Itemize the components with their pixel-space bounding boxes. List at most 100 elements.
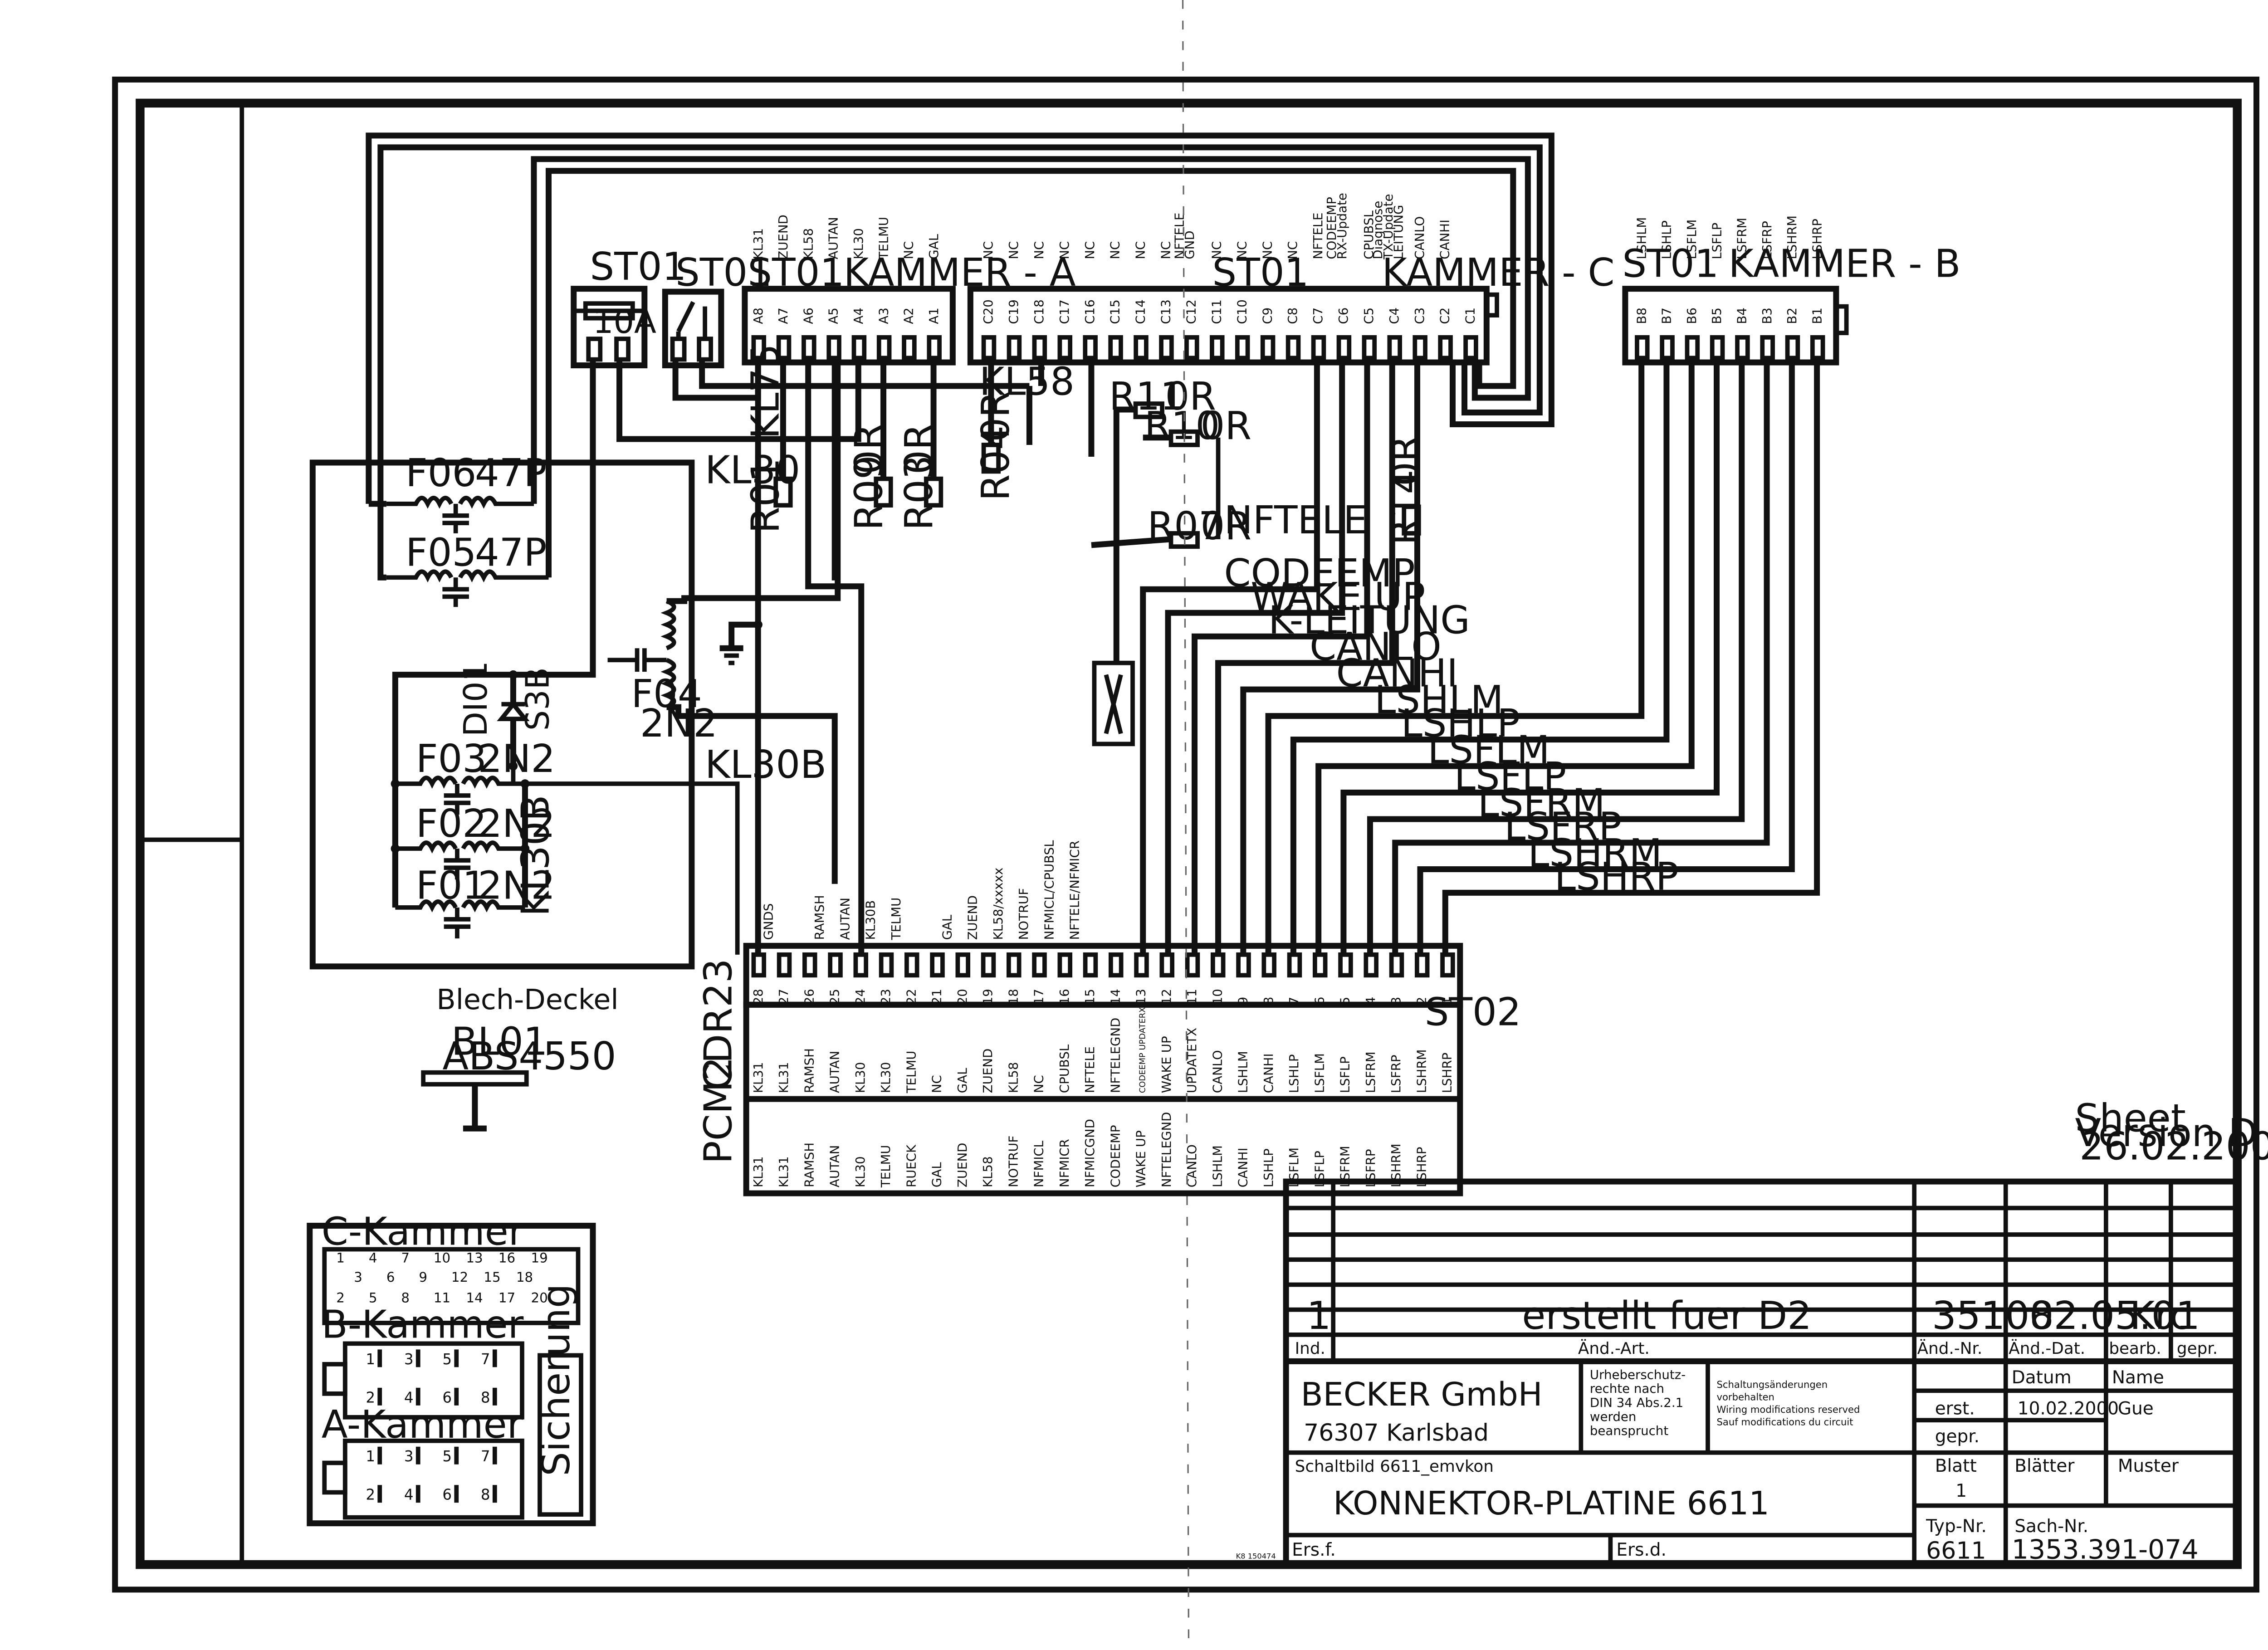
svg-text:S3B: S3B (518, 667, 556, 731)
connector-c-pin-C8 (1286, 335, 1301, 361)
svg-text:K-LEITUNG: K-LEITUNG (1268, 598, 1470, 643)
svg-text:Schaltbild 6611_emvkon: Schaltbild 6611_emvkon (1295, 1457, 1494, 1476)
cdr23-signal: LSFRP (1388, 1055, 1403, 1093)
connector-c-pin-label: C18 (1031, 299, 1046, 324)
pcm2-signal: KL30 (853, 1156, 868, 1187)
svg-text:47P: 47P (475, 451, 547, 495)
svg-text:Ind.: Ind. (1295, 1339, 1325, 1358)
pcm2-signal: NFMICL (1031, 1140, 1046, 1187)
c-kammer-pin: 11 (434, 1290, 450, 1305)
st02-pin-16 (1057, 952, 1073, 978)
svg-text:0R: 0R (1201, 404, 1252, 448)
svg-text:0R: 0R (1201, 504, 1252, 548)
svg-text:LSFLP: LSFLP (1454, 754, 1566, 799)
st02-wire-label: GNDS (761, 903, 776, 940)
resistor-r04: R04 0R (973, 391, 1018, 501)
st02-pin-15 (1083, 952, 1098, 978)
connector-a-signal-label: ZUEND (776, 215, 791, 259)
cdr23-signal: ZUEND (980, 1049, 995, 1093)
svg-text:Sheet: Sheet (2075, 1096, 2186, 1141)
cdr23-signal: LSFLM (1312, 1053, 1327, 1093)
connector-c-pin-C13 (1159, 335, 1174, 361)
svg-text:LSHRP: LSHRP (1554, 854, 1679, 899)
connector-c-pin-label: C10 (1234, 299, 1249, 324)
kammer-pin: 3 (404, 1351, 414, 1368)
connector-b-st01: ST01 (1622, 242, 1719, 286)
sicherung-label: Sicherung (534, 1284, 578, 1476)
connector-c-signal-label: TX-Update (1381, 194, 1396, 259)
svg-text:K8 150474: K8 150474 (1236, 1552, 1276, 1561)
c-kammer-pin: 5 (369, 1290, 377, 1305)
svg-text:Sach-Nr.: Sach-Nr. (2014, 1516, 2088, 1537)
kammer-pin: 3 (404, 1448, 414, 1465)
st02-pin-5 (1338, 952, 1353, 978)
connector-b-pin-B4 (1735, 335, 1750, 361)
cdr23-signal: NFTELEGND (1108, 1018, 1123, 1093)
pcm2-signal: NFMICR (1057, 1139, 1072, 1187)
connector-c-pin-C16 (1083, 335, 1098, 361)
svg-text:47P: 47P (475, 530, 547, 575)
svg-text:B-Kammer: B-Kammer (322, 1302, 524, 1347)
connector-c-pin-C1 (1463, 335, 1478, 361)
st02-pin-14 (1108, 952, 1124, 978)
pcm2-signal: RUECK (904, 1144, 919, 1187)
connector-c-pin-C20 (981, 335, 997, 361)
pcm2-signal: NOTRUF (1006, 1136, 1021, 1187)
connector-c-signal-label: NC (1057, 241, 1072, 259)
connector-a-signal-label: KL58 (801, 228, 816, 259)
c-kammer-pin: 4 (369, 1250, 377, 1266)
connector-b-pin-label: B7 (1659, 308, 1674, 324)
cdr23-signal: NFTELE (1082, 1046, 1097, 1093)
connector-c-signal-label: NC (1006, 241, 1021, 259)
connector-c-pin-C4 (1387, 335, 1403, 361)
company-name: BECKER GmbH (1301, 1376, 1543, 1413)
connector-a-body (742, 286, 956, 366)
st02-pin-18 (1007, 952, 1022, 978)
st02-pin-12 (1159, 952, 1175, 978)
c-kammer-pin: 10 (434, 1250, 450, 1266)
connector-c-signal-label: CPUBSL (1361, 210, 1376, 259)
c-kammer-pin: 12 (451, 1269, 468, 1285)
connector-a-signal-label: TELMU (876, 217, 891, 260)
connector-a-signal-label: KL30 (851, 228, 866, 259)
resistor-r10: R10 0R (1144, 404, 1251, 448)
cdr23-signal: LSFRM (1363, 1051, 1378, 1093)
st02-pin-13 (1134, 952, 1149, 978)
pcm2-signal: RAMSH (802, 1142, 816, 1187)
st02-wire-label: AUTAN (837, 898, 852, 940)
svg-text:1: 1 (1307, 1294, 1331, 1338)
connector-c-signal-label: LEITUNG (1391, 205, 1406, 259)
c-kammer-pin: 9 (419, 1269, 427, 1285)
connector-c-pin-label: C15 (1108, 299, 1123, 324)
c-kammer-pin: 13 (466, 1250, 483, 1266)
connector-b: ST01 KAMMER - B B8LSHLMB7LSHLPB6LSFLMB5L… (1622, 215, 1960, 366)
st02-pin-17 (1032, 952, 1047, 978)
connector-c-signal-label: Diagnose (1370, 201, 1385, 259)
pcm2-signal: TELMU (878, 1145, 893, 1188)
connector-c-pin-C9 (1260, 335, 1276, 361)
kammer-pin: 7 (481, 1351, 490, 1368)
svg-text:2N2: 2N2 (478, 737, 555, 781)
switch-icon (676, 301, 695, 333)
changes-line: Schaltungsänderungen (1717, 1379, 1828, 1390)
svg-text:Änd.-Art.: Änd.-Art. (1578, 1339, 1650, 1358)
changes-line: Sauf modifications du circuit (1717, 1416, 1853, 1428)
svg-text:CANLO: CANLO (1310, 625, 1442, 669)
connector-c-pin-C15 (1108, 335, 1123, 361)
cdr23-signal: CANHI (1261, 1053, 1276, 1093)
cdr23-signal: AUTAN (827, 1051, 842, 1093)
connector-c-pin-label: C9 (1260, 308, 1275, 324)
connector-b-pin-label: B8 (1634, 308, 1649, 324)
connector-c-pin-label: C7 (1310, 308, 1325, 324)
st02-wire-label: TELMU (889, 898, 904, 941)
connector-c-pin-C19 (1007, 335, 1022, 361)
connector-a-signal-label: NC (901, 241, 916, 259)
connector-a-pin-label: A2 (901, 308, 916, 324)
inner-frame (136, 98, 2242, 1569)
connector-a-pins: A8KL31A7ZUENDA6KL58A5AUTANA4KL30A3TELMUA… (751, 215, 942, 361)
connector-c-pin-C18 (1032, 335, 1047, 361)
svg-text:26.02.2001: 26.02.2001 (2079, 1124, 2268, 1168)
cdr23-signal: GAL (955, 1068, 970, 1093)
scan-fold-line (1182, 0, 1190, 1650)
svg-text:6611: 6611 (1926, 1538, 1986, 1565)
